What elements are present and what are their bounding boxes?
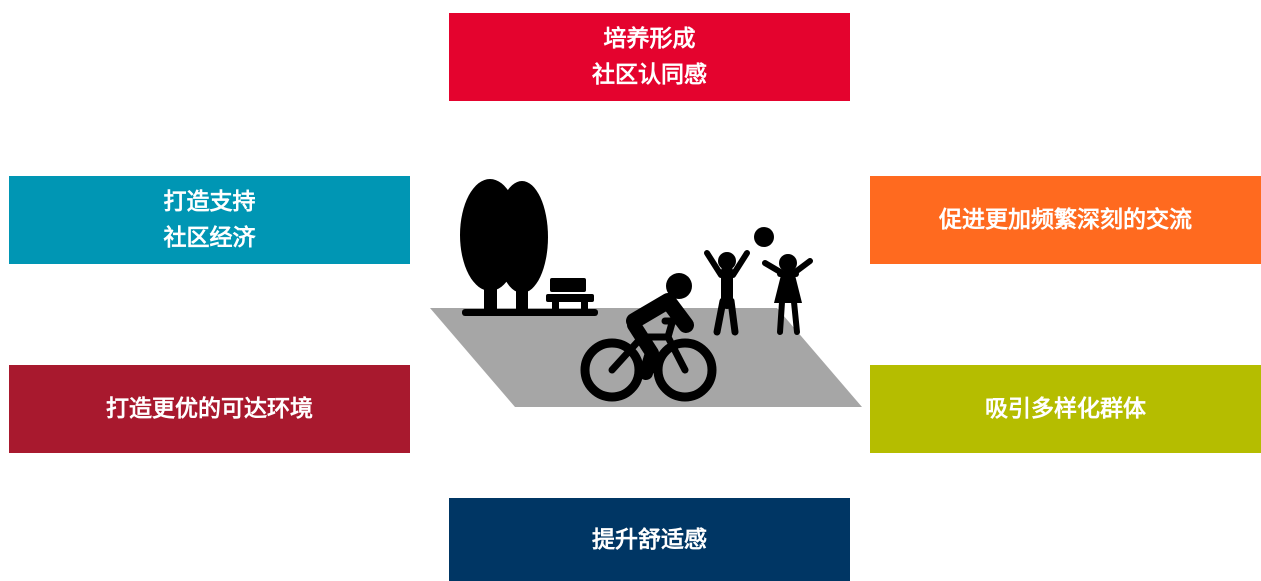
box-line: 提升舒适感 <box>592 526 707 553</box>
bench-icon <box>546 278 594 312</box>
box-diverse-groups: 吸引多样化群体 <box>870 365 1261 453</box>
box-comfort: 提升舒适感 <box>449 498 850 581</box>
cyclist-icon <box>580 273 717 402</box>
box-community-identity: 培养形成 社区认同感 <box>449 13 850 101</box>
box-line: 打造支持 <box>163 189 256 215</box>
box-support-community-economy: 打造支持 社区经济 <box>9 176 410 264</box>
box-line: 社区认同感 <box>592 62 707 88</box>
children-playing-ball-icon <box>704 227 813 336</box>
trees-icon <box>460 179 598 316</box>
box-line: 培养形成 <box>603 26 696 52</box>
public-space-illustration <box>430 179 862 407</box>
box-line: 吸引多样化群体 <box>985 396 1146 422</box>
box-deeper-interaction: 促进更加频繁深刻的交流 <box>870 176 1261 264</box>
box-better-accessibility: 打造更优的可达环境 <box>9 365 410 453</box>
box-line: 打造更优的可达环境 <box>106 396 313 422</box>
box-line: 社区经济 <box>163 225 256 251</box>
box-line: 促进更加频繁深刻的交流 <box>939 207 1192 233</box>
